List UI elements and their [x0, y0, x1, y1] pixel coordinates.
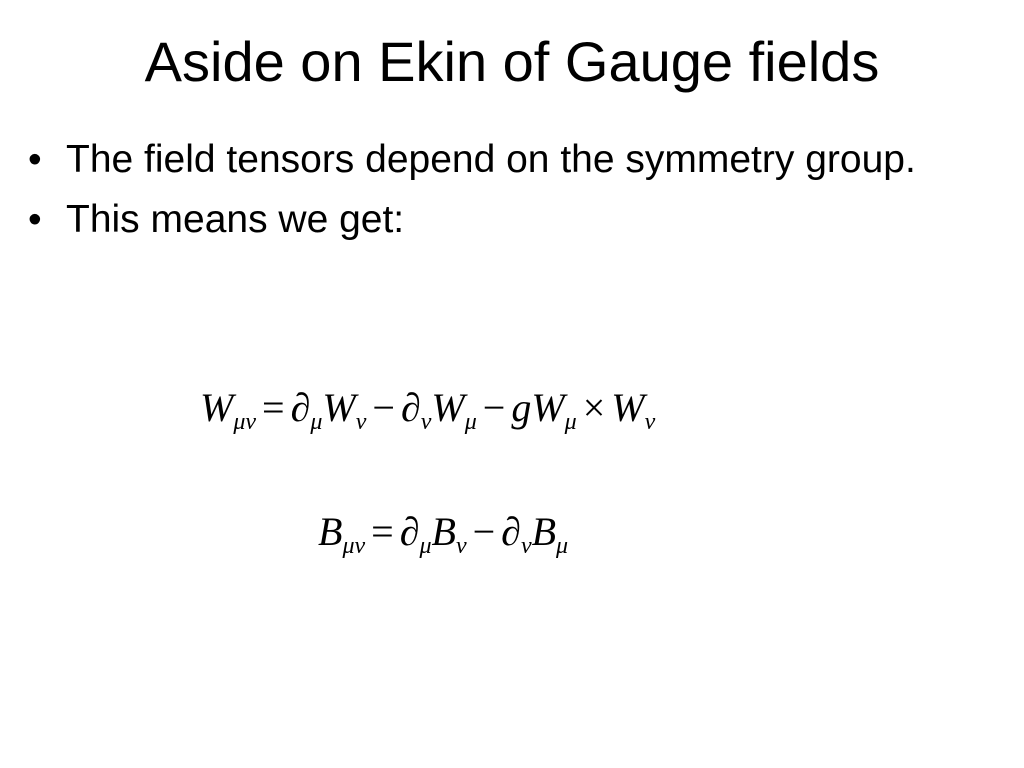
bullet-text: This means we get:: [66, 198, 405, 241]
equation-operator: −: [372, 385, 395, 430]
equation-subscript: ν: [355, 409, 367, 435]
equation-operator: −: [472, 509, 496, 554]
equation-symbol: W: [611, 385, 645, 430]
equation-subscript: ν: [420, 409, 432, 435]
equation-subscript: μ: [464, 409, 477, 435]
partial-symbol: ∂: [290, 385, 311, 430]
equation-subscript: μ: [419, 533, 432, 559]
equation-symbol: g: [511, 385, 532, 430]
bullet-item: • The field tensors depend on the symmet…: [28, 136, 948, 184]
equation-operator: −: [482, 385, 506, 430]
equation-subscript: μ: [310, 409, 323, 435]
equation-subscript: μ: [556, 533, 569, 559]
equation-symbol: B: [531, 509, 557, 554]
partial-symbol: ∂: [399, 509, 420, 554]
partial-symbol: ∂: [400, 385, 421, 430]
equation-symbol: W: [322, 385, 356, 430]
equation-subscript: μν: [233, 409, 257, 435]
equation-symbol: B: [431, 509, 456, 554]
bullet-marker: •: [28, 198, 42, 241]
equation-b-field-tensor: Bμν=∂μBν−∂νBμ: [318, 508, 568, 570]
equation-subscript: μν: [342, 533, 366, 559]
equation-subscript: ν: [520, 533, 532, 559]
bullet-marker: •: [28, 138, 42, 181]
slide-title: Aside on Ekin of Gauge fields: [144, 30, 880, 93]
bullet-text: The field tensors depend on the symmetry…: [66, 138, 916, 181]
equation-w-field-tensor: Wμν=∂μWν−∂νWμ−gWμ×Wν: [200, 384, 655, 446]
equation-operator: =: [371, 509, 394, 554]
equation-symbol: B: [318, 509, 343, 554]
equation-symbol: W: [200, 385, 234, 430]
equation-operator: ×: [582, 385, 606, 430]
bullet-list: • The field tensors depend on the symmet…: [28, 136, 948, 256]
equation-symbol: W: [531, 385, 565, 430]
equation-subscript: ν: [644, 409, 656, 435]
partial-symbol: ∂: [501, 509, 521, 554]
equation-operator: =: [262, 385, 285, 430]
equation-subscript: μ: [564, 409, 577, 435]
equation-subscript: ν: [455, 533, 467, 559]
bullet-item: • This means we get:: [28, 196, 948, 244]
equation-symbol: W: [431, 385, 465, 430]
